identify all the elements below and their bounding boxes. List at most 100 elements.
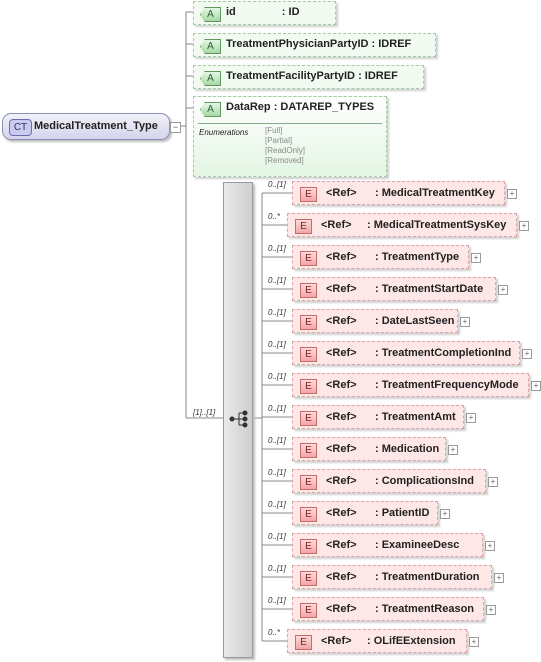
element-ref: <Ref> xyxy=(326,283,357,295)
attribute-icon: A xyxy=(200,39,221,54)
attribute-icon: A xyxy=(200,102,221,117)
element-node[interactable]: E <Ref> : MedicalTreatmentKey xyxy=(292,181,505,205)
attribute-datarep[interactable]: A DataRep : DATAREP_TYPES Enumerations [… xyxy=(193,96,387,177)
attribute-separator: : xyxy=(273,101,281,113)
element-multiplicity: 0..* xyxy=(268,212,281,221)
attribute-treatment-facility-party-id[interactable]: A TreatmentFacilityPartyID : IDREF xyxy=(193,65,424,89)
expand-icon[interactable]: + xyxy=(488,477,498,487)
element-node[interactable]: E <Ref> : TreatmentDuration xyxy=(292,565,492,589)
element-node[interactable]: E<Ref>: TreatmentReason xyxy=(292,597,484,621)
element-icon: E xyxy=(300,475,317,490)
element-name: : OLifEExtension xyxy=(367,635,456,647)
element-node[interactable]: E<Ref>: TreatmentStartDate xyxy=(292,277,496,301)
attribute-name: TreatmentPhysicianPartyID xyxy=(226,38,369,50)
element-node[interactable]: E <Ref> : ExamineeDesc xyxy=(292,533,483,557)
element-ref: <Ref> xyxy=(321,635,352,647)
ct-badge: CT xyxy=(9,119,32,136)
collapse-toggle-icon[interactable]: − xyxy=(170,122,181,133)
expand-icon[interactable]: + xyxy=(486,605,496,615)
element-multiplicity: 0..[1] xyxy=(268,308,286,317)
enum-value: [Full] xyxy=(265,126,283,135)
element-icon: E xyxy=(300,283,317,298)
attribute-name: TreatmentFacilityPartyID xyxy=(226,70,355,82)
sequence-multiplicity: [1]..[1] xyxy=(193,408,216,417)
element-node[interactable]: E<Ref>: TreatmentFrequencyMode xyxy=(292,373,529,397)
element-ref: <Ref> xyxy=(326,539,357,551)
element-name: : TreatmentFrequencyMode xyxy=(375,379,519,391)
element-name: : TreatmentDuration xyxy=(375,571,480,583)
expand-icon[interactable]: + xyxy=(531,381,541,391)
element-icon: E xyxy=(300,347,317,362)
element-node[interactable]: E<Ref>: PatientID xyxy=(292,501,438,525)
element-multiplicity: 0..[1] xyxy=(268,500,286,509)
expand-icon[interactable]: + xyxy=(507,189,517,199)
element-icon: E xyxy=(300,539,317,554)
expand-icon[interactable]: + xyxy=(485,541,495,551)
element-node[interactable]: E<Ref>: TreatmentType xyxy=(292,245,469,269)
attribute-icon: A xyxy=(200,71,221,86)
element-multiplicity: 0..[1] xyxy=(268,180,286,189)
element-icon: E xyxy=(300,411,317,426)
element-ref: <Ref> xyxy=(326,571,357,583)
attribute-separator: : xyxy=(281,6,289,18)
element-icon: E xyxy=(300,187,317,202)
attribute-treatment-physician-party-id[interactable]: A TreatmentPhysicianPartyID : IDREF xyxy=(193,33,436,57)
element-node[interactable]: E<Ref>: TreatmentCompletionInd xyxy=(292,341,520,365)
element-ref: <Ref> xyxy=(326,315,357,327)
element-name: : DateLastSeen xyxy=(375,315,455,327)
element-node[interactable]: E<Ref>: MedicalTreatmentSysKey xyxy=(287,213,517,237)
expand-icon[interactable]: + xyxy=(466,413,476,423)
element-ref: <Ref> xyxy=(326,443,357,455)
expand-icon[interactable]: + xyxy=(494,573,504,583)
attribute-type: IDREF xyxy=(364,70,398,82)
element-multiplicity: 0..[1] xyxy=(268,372,286,381)
attribute-name: DataRep xyxy=(226,101,271,113)
expand-icon[interactable]: + xyxy=(519,221,529,231)
expand-icon[interactable]: + xyxy=(522,349,532,359)
element-icon: E xyxy=(300,379,317,394)
element-multiplicity: 0..[1] xyxy=(268,468,286,477)
expand-icon[interactable]: + xyxy=(440,509,450,519)
element-name: : TreatmentType xyxy=(375,251,460,263)
element-name: : TreatmentAmt xyxy=(375,411,456,423)
element-name: : ExamineeDesc xyxy=(375,539,460,551)
element-multiplicity: 0..[1] xyxy=(268,436,286,445)
element-node[interactable]: E <Ref> : TreatmentAmt xyxy=(292,405,464,429)
element-multiplicity: 0..* xyxy=(268,628,281,637)
element-multiplicity: 0..[1] xyxy=(268,244,286,253)
element-node[interactable]: E<Ref>: Medication xyxy=(292,437,446,461)
expand-icon[interactable]: + xyxy=(469,637,479,647)
attribute-id[interactable]: A id: ID xyxy=(193,1,336,25)
element-ref: <Ref> xyxy=(326,411,357,423)
element-ref: <Ref> xyxy=(326,347,357,359)
expand-icon[interactable]: + xyxy=(498,285,508,295)
element-name: : PatientID xyxy=(375,507,430,519)
element-icon: E xyxy=(300,315,317,330)
element-ref: <Ref> xyxy=(326,507,357,519)
element-multiplicity: 0..[1] xyxy=(268,340,286,349)
element-name: : Medication xyxy=(375,443,440,455)
element-node[interactable]: E<Ref>: OLifEExtension xyxy=(287,629,467,653)
sequence-compositor[interactable] xyxy=(223,182,253,658)
attribute-type: DATAREP_TYPES xyxy=(280,101,375,113)
element-node[interactable]: E <Ref> : DateLastSeen xyxy=(292,309,458,333)
enum-value: [Removed] xyxy=(265,156,304,165)
element-name: : MedicalTreatmentKey xyxy=(375,187,495,199)
enumerations-title: Enumerations xyxy=(199,128,249,137)
element-icon: E xyxy=(300,571,317,586)
element-multiplicity: 0..[1] xyxy=(268,404,286,413)
element-ref: <Ref> xyxy=(321,219,352,231)
element-multiplicity: 0..[1] xyxy=(268,532,286,541)
expand-icon[interactable]: + xyxy=(460,317,470,327)
expand-icon[interactable]: + xyxy=(471,253,481,263)
expand-icon[interactable]: + xyxy=(448,445,458,455)
attribute-separator: : xyxy=(371,38,379,50)
element-node[interactable]: E<Ref>: ComplicationsInd xyxy=(292,469,486,493)
element-icon: E xyxy=(300,251,317,266)
enum-value: [ReadOnly] xyxy=(265,146,306,155)
complex-type-name: MedicalTreatment_Type xyxy=(34,120,158,132)
complex-type-node[interactable]: CT MedicalTreatment_Type xyxy=(2,113,170,140)
attribute-type: IDREF xyxy=(378,38,412,50)
element-ref: <Ref> xyxy=(326,187,357,199)
